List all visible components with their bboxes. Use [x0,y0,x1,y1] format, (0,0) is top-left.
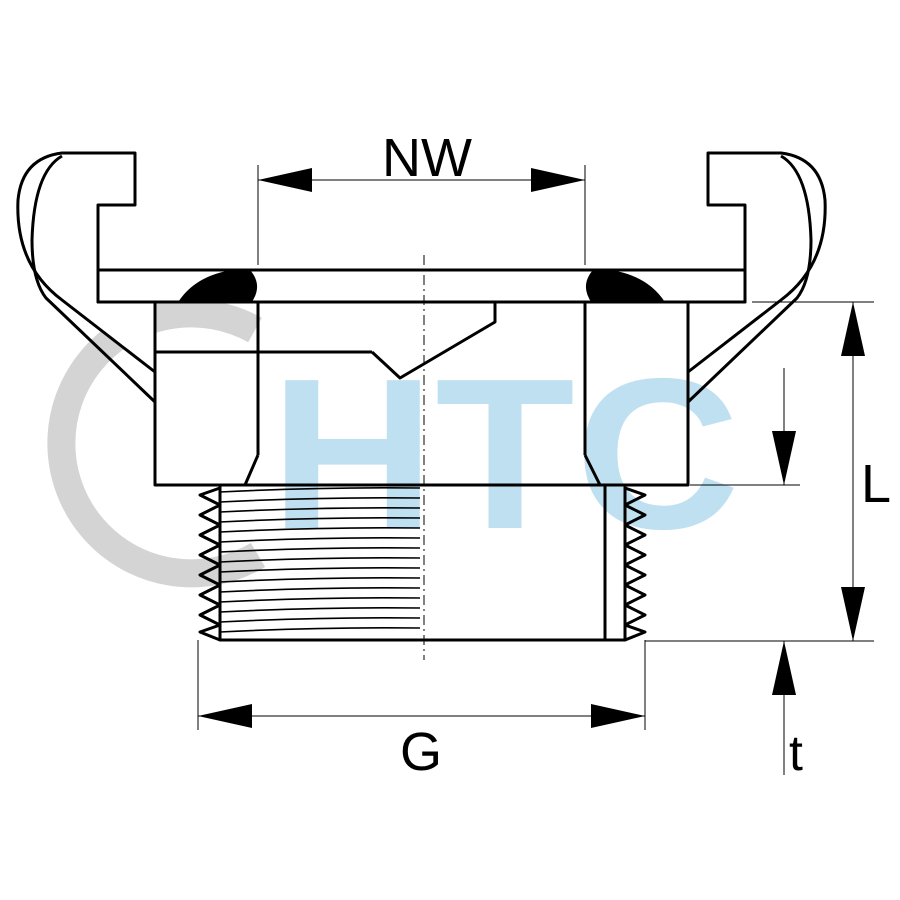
l-label: L [861,454,891,514]
watermark-ring [47,299,266,588]
dimension-lines [197,165,874,775]
spigot-outline [218,485,627,642]
left-claw-inner [30,154,157,404]
l-arrow-bottom [841,587,865,641]
housing [153,300,690,487]
nw-label: NW [382,128,472,188]
t-arrow-bottom [772,641,796,695]
t-arrow-top [772,431,796,485]
nw-arrow-right [531,168,585,192]
housing-notch [370,302,497,380]
g-label: G [400,722,442,782]
watermark: HTC [47,299,740,588]
left-thread-profile [198,486,222,642]
left-claw [16,151,156,374]
right-thread-profile [623,486,647,642]
bore-right-chamfer [583,454,602,486]
right-claw [687,151,827,374]
coupling-body [16,151,827,642]
seal-right [586,268,665,304]
seal-left [178,268,257,304]
l-arrow-top [841,302,865,356]
watermark-text: HTC [270,333,740,574]
t-label: t [789,725,803,781]
g-arrow-right [591,704,645,728]
nw-arrow-left [258,168,312,192]
g-arrow-left [198,704,252,728]
bore-left-chamfer [243,454,260,486]
right-claw-inner [686,154,813,404]
thread-hatching [219,487,421,633]
